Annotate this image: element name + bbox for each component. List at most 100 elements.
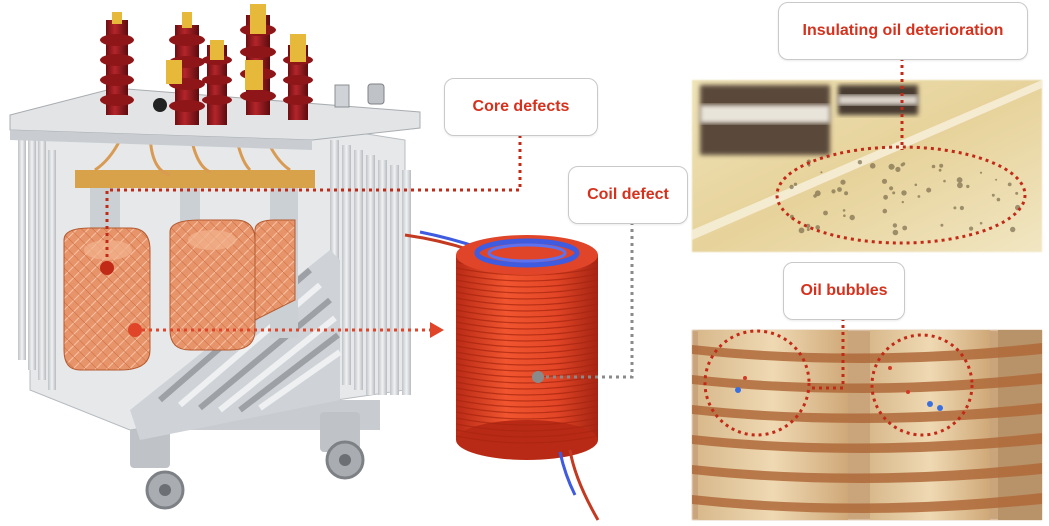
coil-lead-bottom — [568, 449, 600, 521]
oil-speck — [966, 184, 970, 189]
core-defects-marker — [100, 261, 114, 275]
oil-speck — [900, 163, 904, 167]
oil-speck — [895, 166, 901, 172]
oil-speck — [957, 182, 963, 189]
oil-speck — [917, 195, 921, 198]
oil-speck — [969, 226, 974, 231]
coil-illustration — [404, 230, 600, 521]
oil-speck — [1015, 191, 1019, 195]
oil-speck — [892, 191, 896, 195]
bubble-region-left — [703, 329, 811, 437]
coil-turn — [455, 333, 599, 342]
coil-turn — [455, 435, 599, 444]
coil-turn — [455, 285, 599, 294]
oil-speck — [815, 225, 820, 230]
oil-deterioration-region — [775, 145, 1027, 245]
coil-defect-callout: Coil defect — [568, 166, 688, 224]
oil-speck — [939, 163, 944, 168]
oil-speck — [979, 171, 983, 174]
oil-speck — [842, 209, 846, 212]
oil-speck — [889, 186, 894, 191]
oil-deterioration-photo — [692, 80, 1042, 252]
winding-band — [692, 433, 1042, 453]
oil-speck — [953, 206, 957, 210]
oil-speck — [931, 164, 936, 169]
oil-speck — [813, 194, 817, 198]
coil-turn — [455, 369, 599, 378]
oil-speck — [840, 179, 846, 185]
oil-speck — [798, 227, 805, 234]
oil-speck — [888, 163, 895, 170]
insulating-oil-deterioration-callout: Insulating oil deterioration — [778, 2, 1028, 60]
core-defects-callout: Core defects — [444, 78, 598, 136]
coil-turn — [455, 423, 599, 432]
oil-speck — [843, 214, 846, 217]
coil-turn — [455, 345, 599, 354]
coil-turn — [455, 417, 599, 426]
core-defects-label: Core defects — [472, 98, 570, 115]
coil-turn — [455, 375, 599, 384]
winding-band — [692, 343, 1042, 363]
winding-band — [692, 463, 1042, 483]
oil-speck — [793, 182, 798, 186]
coil-turn — [455, 393, 599, 402]
oil-speck — [979, 221, 983, 225]
winding-band — [692, 493, 1042, 513]
winding-marker — [128, 323, 142, 337]
oil-speck — [902, 225, 908, 231]
coil-turn — [455, 279, 599, 288]
oil-bubbles-label: Oil bubbles — [800, 282, 888, 299]
oil-speck — [938, 168, 942, 172]
core-defects-connector — [105, 135, 522, 268]
oil-speck — [789, 184, 794, 190]
oil-speck — [901, 190, 907, 196]
oil-speck — [869, 163, 876, 169]
high-voltage-bushings — [100, 4, 385, 125]
oil-speck — [1007, 182, 1012, 187]
coil-turn — [455, 309, 599, 318]
oil-bubbles-photo — [692, 329, 1042, 520]
oil-speck — [881, 178, 888, 184]
coil-turn — [455, 405, 599, 414]
oil-speck — [991, 193, 995, 197]
oil-speck — [959, 205, 965, 211]
winding-arrowhead — [430, 322, 444, 338]
coil-turn — [455, 297, 599, 306]
oil-speck — [892, 229, 899, 236]
coil-turn — [455, 339, 599, 348]
oil-speck — [914, 183, 918, 187]
oil-speck — [820, 171, 823, 174]
transformer-illustration — [9, 4, 421, 510]
oil-speck — [940, 223, 944, 227]
coil-turn — [455, 303, 599, 312]
oil-speck — [831, 189, 836, 194]
coil-turn — [455, 411, 599, 420]
insulating-oil-deterioration-label: Insulating oil deterioration — [802, 22, 1004, 39]
oil-speck — [837, 187, 842, 192]
coil-defect-marker — [532, 371, 544, 383]
bubble-markers — [735, 366, 943, 411]
oil-speck — [1010, 226, 1016, 233]
oil-speck — [926, 187, 932, 193]
oil-speck — [806, 228, 810, 231]
coil-turn — [455, 291, 599, 300]
oil-speck — [857, 160, 863, 165]
bubble-region-right — [870, 333, 974, 437]
oil-speck — [995, 178, 998, 181]
oil-bubbles-callout: Oil bubbles — [783, 262, 905, 320]
oil-speck — [901, 200, 904, 204]
coil-turn — [455, 321, 599, 330]
coil-inner-blue — [474, 238, 580, 268]
oil-speck — [996, 197, 1001, 202]
coil-defect-connector — [538, 222, 634, 379]
oil-speck — [882, 208, 888, 214]
coil-turn — [455, 363, 599, 372]
coil-turn — [455, 357, 599, 366]
connectors — [100, 58, 904, 390]
coil-turn — [455, 387, 599, 396]
coil-turn — [455, 273, 599, 282]
oil-speck — [956, 177, 963, 183]
left-radiator-fins — [18, 120, 56, 390]
winding-band — [692, 403, 1042, 423]
